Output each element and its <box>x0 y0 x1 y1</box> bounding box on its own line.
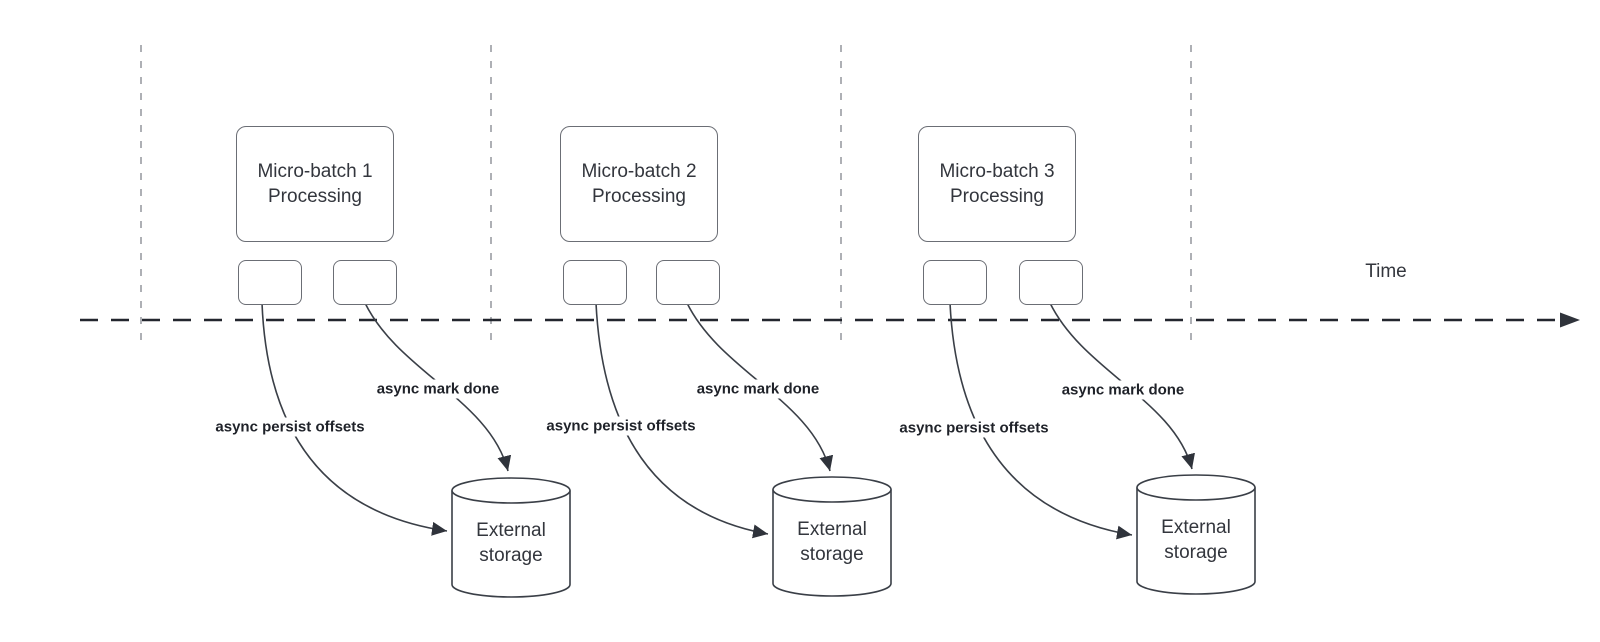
offset-task-chip-2 <box>563 260 627 305</box>
persist-offsets-arrow-2 <box>595 302 769 539</box>
mark-done-label-3: async mark done <box>1058 380 1188 400</box>
mark-done-label-2: async mark done <box>693 379 823 399</box>
offset-task-chip-1 <box>238 260 302 305</box>
micro-batch-1-subtitle: Processing <box>268 186 362 207</box>
time-axis-arrowhead-icon <box>1560 312 1580 328</box>
micro-batch-1-title: Micro-batch 1 <box>257 161 373 182</box>
external-storage-label-3: External storage <box>1161 517 1231 563</box>
external-storage-cylinder-3 <box>1136 474 1256 595</box>
micro-batch-3-box: Micro-batch 3 Processing <box>918 126 1076 242</box>
external-storage-label-1: External storage <box>476 520 546 566</box>
persist-offsets-arrow-1 <box>261 302 448 536</box>
micro-batch-1-box: Micro-batch 1 Processing <box>236 126 394 242</box>
micro-batch-2-box: Micro-batch 2 Processing <box>560 126 718 242</box>
mark-done-label-1: async mark done <box>373 379 503 399</box>
commit-task-chip-1 <box>333 260 397 305</box>
micro-batch-2-subtitle: Processing <box>592 186 686 207</box>
micro-batch-2-title: Micro-batch 2 <box>581 161 697 182</box>
external-storage-label-2: External storage <box>797 519 867 565</box>
external-storage-cylinder-1 <box>451 477 571 598</box>
persist-offsets-label-3: async persist offsets <box>896 418 1052 438</box>
commit-task-chip-3 <box>1019 260 1083 305</box>
persist-offsets-label-1: async persist offsets <box>212 417 368 437</box>
persist-offsets-arrow-3 <box>949 302 1133 540</box>
time-axis-label: Time <box>1365 261 1407 282</box>
commit-task-chip-2 <box>656 260 720 305</box>
offset-task-chip-3 <box>923 260 987 305</box>
external-storage-cylinder-2 <box>772 476 892 597</box>
micro-batch-3-subtitle: Processing <box>950 186 1044 207</box>
persist-offsets-label-2: async persist offsets <box>543 416 699 436</box>
micro-batch-3-title: Micro-batch 3 <box>939 161 1055 182</box>
